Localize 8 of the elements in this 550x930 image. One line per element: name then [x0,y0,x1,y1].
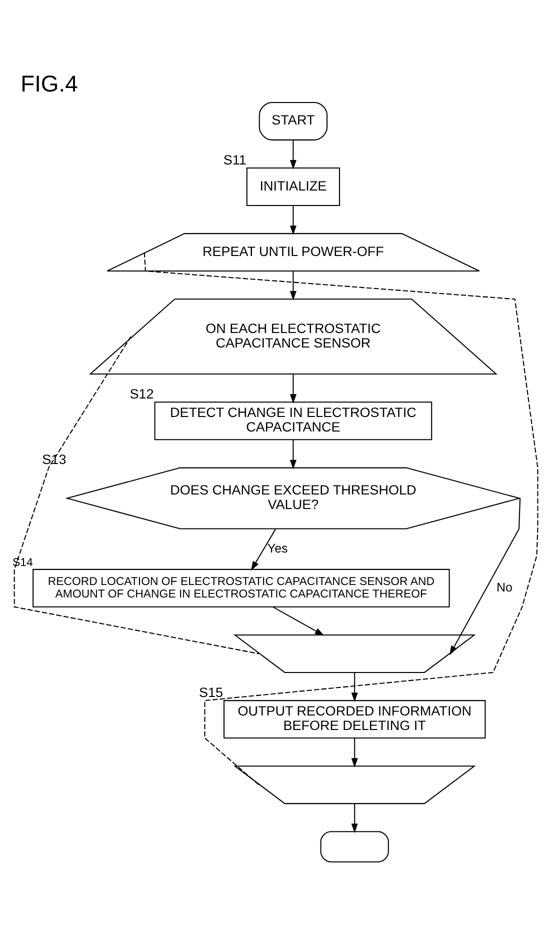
node-label: S13 [42,451,66,466]
node-label: S11 [223,152,246,167]
node-label: S14 [12,556,33,569]
edge-label: Yes [267,540,288,555]
edge-label: No [496,580,512,594]
node-label: S15 [198,684,224,700]
node-label: S12 [130,386,154,401]
diagram-title: FIG.4 [20,70,78,96]
